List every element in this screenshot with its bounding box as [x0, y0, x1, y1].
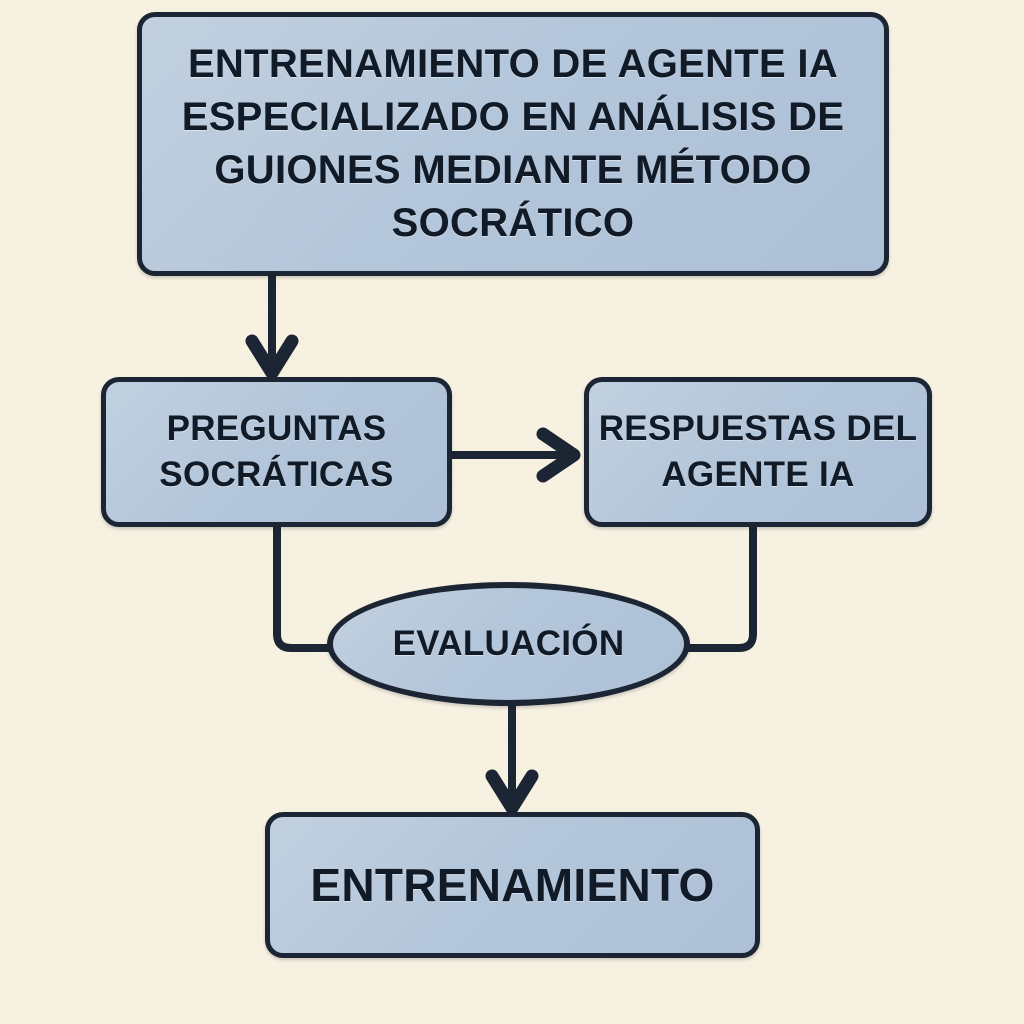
node-title-label: ENTRENAMIENTO DE AGENTE IA ESPECIALIZADO…: [181, 42, 845, 245]
node-title: ENTRENAMIENTO DE AGENTE IA ESPECIALIZADO…: [137, 12, 889, 276]
edge-preguntas-to-evaluacion: [273, 523, 338, 652]
node-entrenamiento-label: ENTRENAMIENTO: [310, 859, 715, 911]
node-respuestas-del-agente-ia: RESPUESTAS DEL AGENTE IA: [584, 377, 932, 527]
node-entrenamiento: ENTRENAMIENTO: [265, 812, 760, 958]
node-preguntas-socraticas-label: PREGUNTAS SOCRÁTICAS: [159, 409, 394, 494]
node-respuestas-del-agente-ia-label: RESPUESTAS DEL AGENTE IA: [598, 409, 918, 494]
node-preguntas-socraticas: PREGUNTAS SOCRÁTICAS: [101, 377, 452, 527]
arrowhead-title-to-preguntas: [245, 334, 299, 380]
arrowhead-evaluacion-to-entrenamiento: [485, 769, 539, 815]
edge-respuestas-to-evaluacion: [680, 523, 757, 652]
node-evaluacion-label: EVALUACIÓN: [392, 624, 625, 663]
node-evaluacion: EVALUACIÓN: [327, 582, 690, 706]
arrowhead-preguntas-to-respuestas: [536, 427, 581, 483]
